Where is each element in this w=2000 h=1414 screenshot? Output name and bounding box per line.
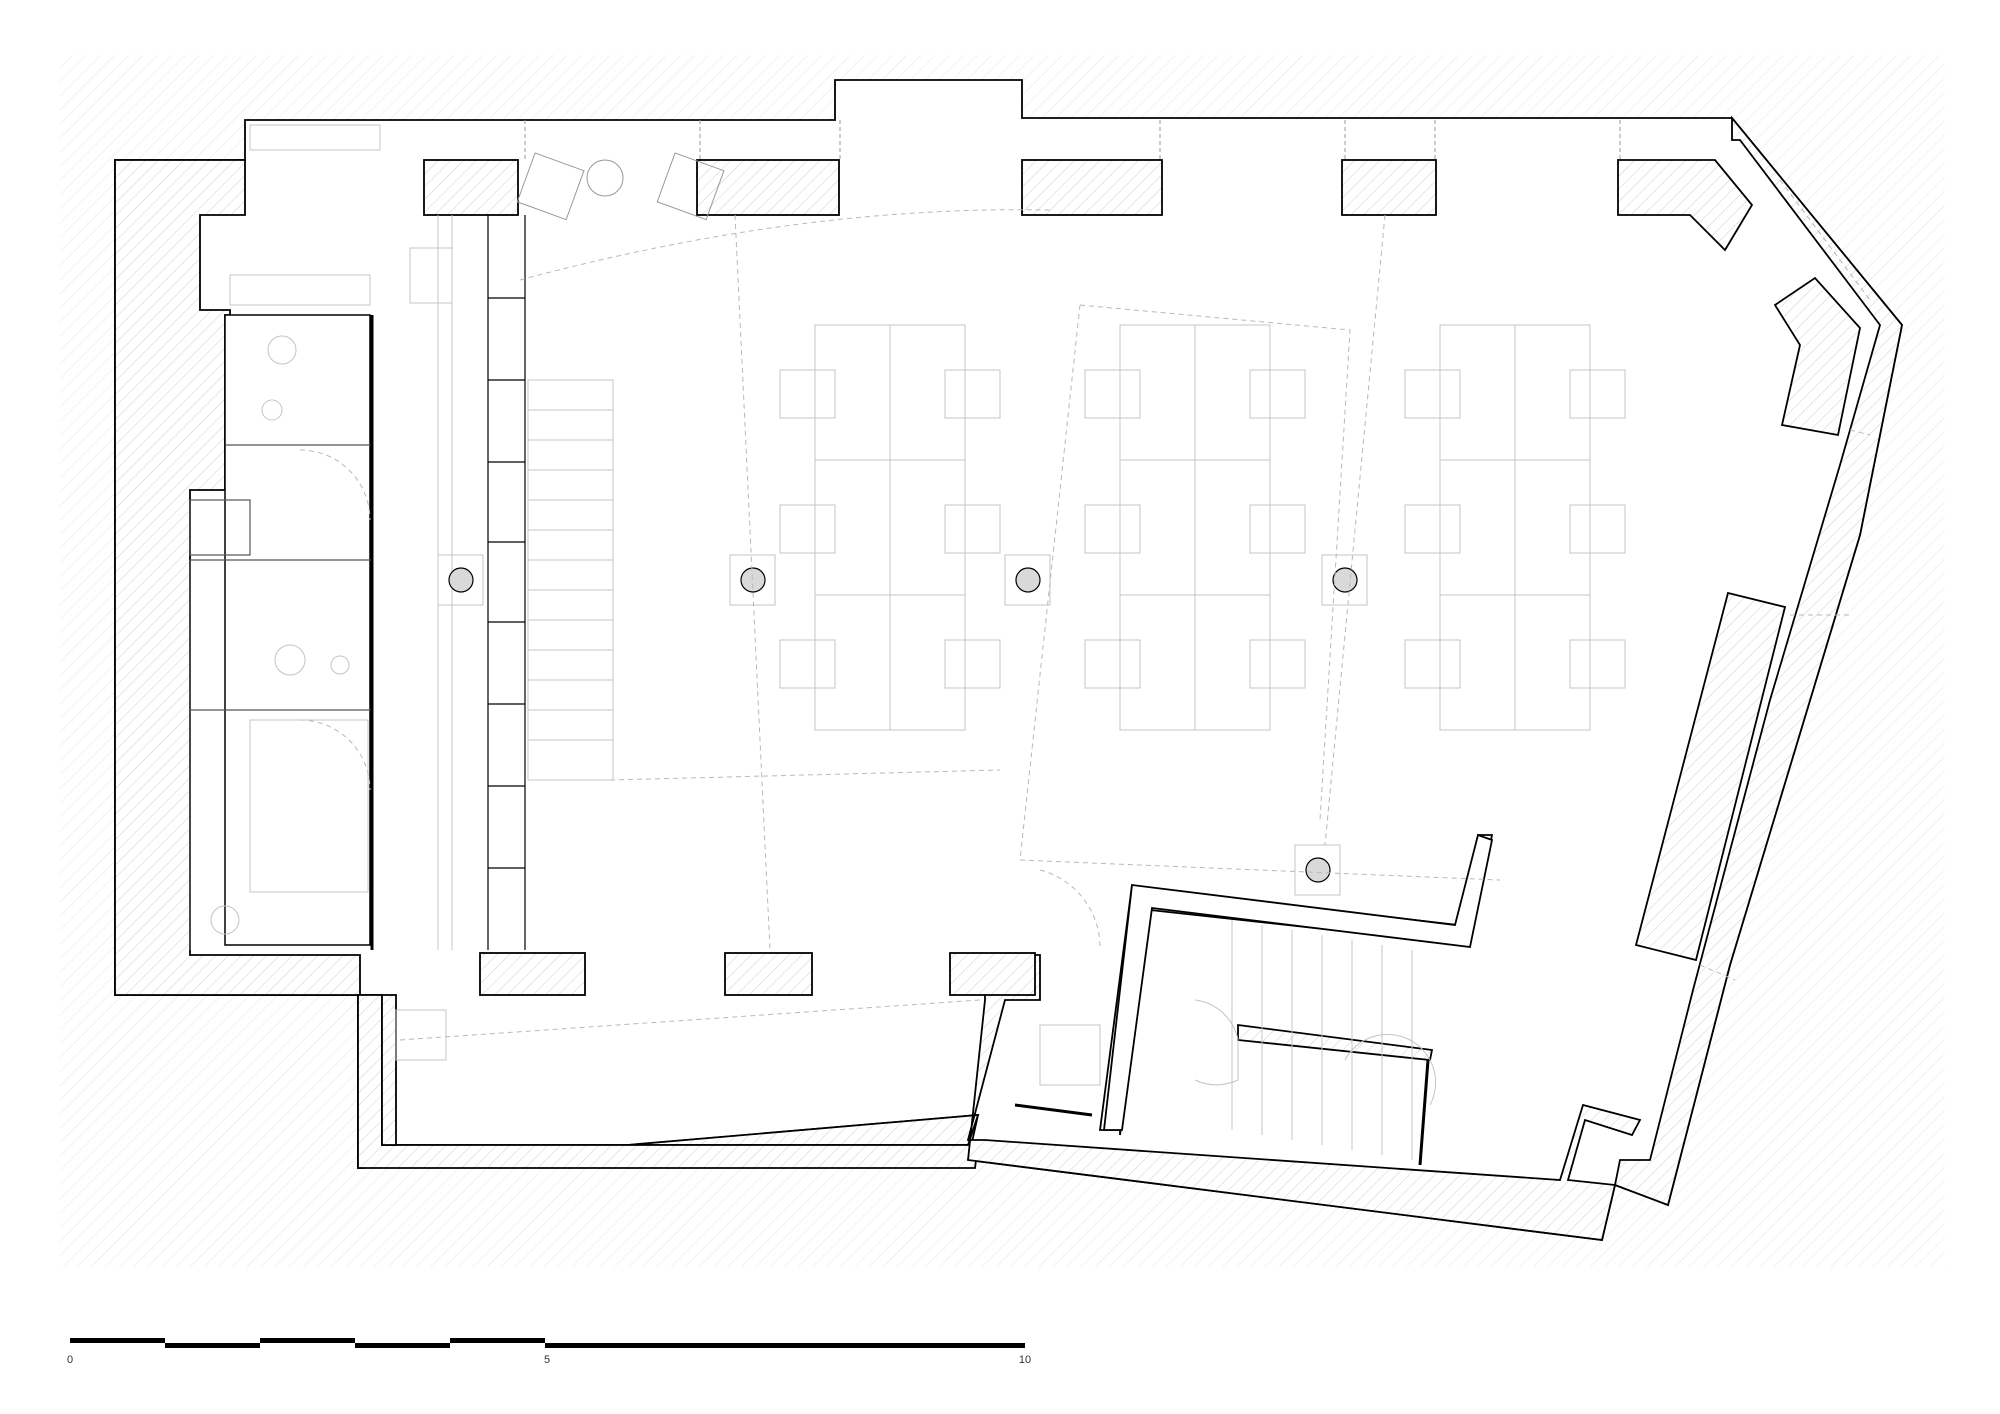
wc-block: [189, 314, 374, 950]
bottom-piers: [479, 952, 1036, 996]
lower-annex: [395, 869, 1101, 1117]
scale-bar: 0 5 10: [67, 1338, 1031, 1366]
bottom-right-wall: [966, 954, 1642, 1241]
column-3: [1015, 567, 1041, 593]
desk-cluster-1: [779, 324, 1001, 731]
desk-cluster-3: [1404, 324, 1626, 731]
top-piers: [423, 159, 1754, 252]
entry-storage: [229, 124, 725, 306]
scale-label-0: 0: [67, 1354, 73, 1366]
secondary-stair: [1194, 920, 1437, 1166]
lower-annex-wall: [357, 994, 980, 1169]
scale-label-10: 10: [1019, 1354, 1031, 1366]
scale-label-5: 5: [544, 1354, 550, 1366]
column-2: [740, 567, 766, 593]
column-5: [1305, 857, 1331, 883]
main-stair: [437, 215, 614, 950]
structural-columns: [437, 554, 1368, 896]
overhead-dashed-lines: [399, 120, 1871, 1041]
right-piers: [1634, 276, 1861, 962]
right-wall-band: [1613, 115, 1903, 1207]
desk-cluster-2: [1084, 324, 1306, 731]
column-1: [448, 567, 474, 593]
column-4: [1332, 567, 1358, 593]
stair-core: [1098, 833, 1494, 1136]
